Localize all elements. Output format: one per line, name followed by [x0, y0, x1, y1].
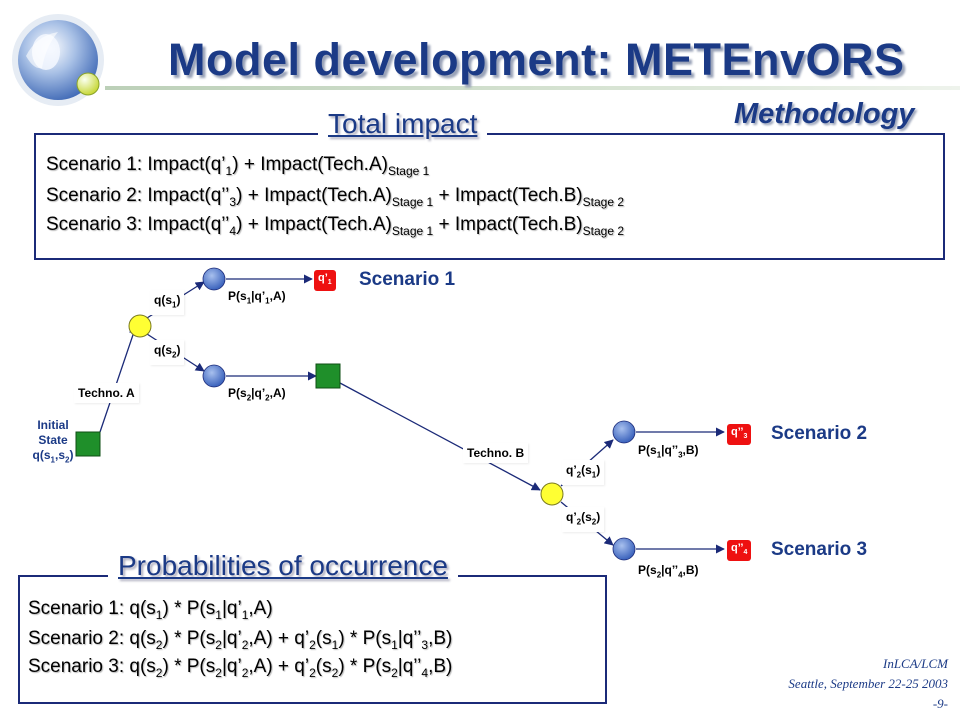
probability-line-1: Scenario 1: q(s1) * P(s1|q’1,A): [28, 598, 273, 622]
p-s2-b-label: P(s2|q’’4,B): [638, 563, 699, 580]
terminal-node-s1: [202, 267, 226, 291]
header-rule: [105, 86, 960, 90]
terminal-node-s1b: [612, 420, 636, 444]
decision-node-2: [315, 363, 341, 389]
outcome-q4: q’’4: [727, 540, 752, 562]
total-impact-line-2: Scenario 2: Impact(q’’3) + Impact(Tech.A…: [46, 185, 625, 209]
p-s1-b-label: P(s1|q’’3,B): [638, 443, 699, 460]
logo-icon: [12, 14, 104, 106]
q-s2-label: q(s2): [150, 340, 185, 366]
footer-page-number: -9-: [932, 696, 948, 711]
q2-s2-label: q’2(s2): [562, 507, 605, 533]
terminal-node-s2: [202, 364, 226, 388]
probability-line-3: Scenario 3: q(s2) * P(s2|q’2,A) + q’2(s2…: [28, 656, 453, 680]
techno-a-label: Techno. A: [74, 383, 139, 403]
outcome-q1: q’1: [314, 270, 336, 292]
probabilities-heading: Probabilities of occurrence: [108, 550, 458, 582]
scenario-2-label: Scenario 2: [771, 423, 868, 444]
initial-decision-node: [75, 431, 101, 457]
scenario-1-label: Scenario 1: [359, 269, 456, 290]
footer-location-date: Seattle, September 22-25 2003: [788, 676, 948, 691]
techno-b-label: Techno. B: [463, 443, 529, 463]
footer: InLCA/LCM Seattle, September 22-25 2003 …: [788, 654, 948, 714]
outcome-q3: q’’3: [727, 424, 752, 446]
page-title: Model development: METEnvORS: [168, 34, 905, 85]
footer-conference: InLCA/LCM: [882, 656, 948, 671]
terminal-node-s2b: [612, 537, 636, 561]
total-impact-line-3: Scenario 3: Impact(q’’4) + Impact(Tech.A…: [46, 214, 625, 238]
chance-node-2: [540, 482, 564, 506]
scenario-3-label: Scenario 3: [771, 539, 868, 560]
total-impact-line-1: Scenario 1: Impact(q’1) + Impact(Tech.A)…: [46, 154, 430, 178]
probability-line-2: Scenario 2: q(s2) * P(s2|q’2,A) + q’2(s1…: [28, 628, 453, 652]
page-subtitle: Methodology: [734, 98, 915, 130]
q-s1-label: q(s1): [150, 290, 185, 316]
edge-decision2-to-chance2: [339, 382, 541, 491]
p-s1-a-label: P(s1|q’1,A): [228, 289, 286, 306]
p-s2-a-label: P(s2|q’2,A): [228, 386, 286, 403]
total-impact-heading: Total impact: [318, 108, 488, 140]
total-impact-box: [34, 133, 945, 260]
chance-node-1: [128, 314, 152, 338]
edge-initial-to-chance1: [99, 325, 138, 433]
q2-s1-label: q’2(s1): [562, 460, 605, 486]
